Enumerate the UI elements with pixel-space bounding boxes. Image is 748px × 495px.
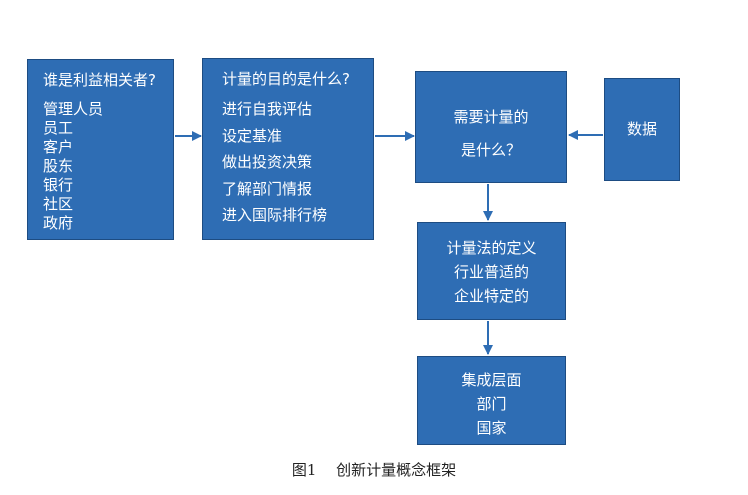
level-line: 国家	[476, 419, 507, 437]
stakeholder-item: 客户	[43, 138, 74, 156]
definition-line: 企业特定的	[453, 287, 529, 305]
stakeholder-item: 政府	[43, 214, 74, 232]
level-line: 部门	[476, 395, 507, 413]
purpose-item: 进入国际排行榜	[222, 206, 328, 224]
purpose-item: 进行自我评估	[222, 100, 313, 118]
need-line: 需要计量的	[453, 108, 529, 126]
stakeholder-item: 员工	[43, 119, 74, 137]
purpose-item: 了解部门情报	[222, 179, 313, 198]
stakeholders-title: 谁是利益相关者?	[43, 71, 156, 89]
level-line: 集成层面	[461, 371, 522, 389]
stakeholder-item: 股东	[43, 157, 74, 175]
purpose-box: 计量的目的是什么? 进行自我评估 设定基准 做出投资决策 了解部门情报 进入国际…	[202, 58, 374, 240]
figure-caption: 图1 创新计量概念框架	[291, 461, 457, 479]
need-line: 是什么？	[460, 141, 521, 159]
definition-line: 计量法的定义	[446, 239, 537, 257]
measurement-need-box: 需要计量的 是什么？	[415, 71, 567, 183]
definition-box: 计量法的定义 行业普适的 企业特定的	[417, 222, 566, 320]
purpose-title: 计量的目的是什么?	[222, 70, 350, 88]
levels-box: 集成层面 部门 国家	[417, 356, 566, 445]
stakeholder-item: 社区	[43, 195, 74, 213]
purpose-item: 做出投资决策	[222, 153, 313, 171]
definition-line: 行业普适的	[453, 263, 529, 281]
stakeholders-box: 谁是利益相关者? 管理人员 员工 客户 股东 银行 社区 政府	[27, 59, 174, 240]
stakeholder-item: 银行	[43, 176, 74, 194]
data-label: 数据	[626, 120, 657, 138]
data-box: 数据	[604, 78, 680, 181]
purpose-item: 设定基准	[222, 126, 283, 145]
stakeholder-item: 管理人员	[43, 100, 104, 118]
